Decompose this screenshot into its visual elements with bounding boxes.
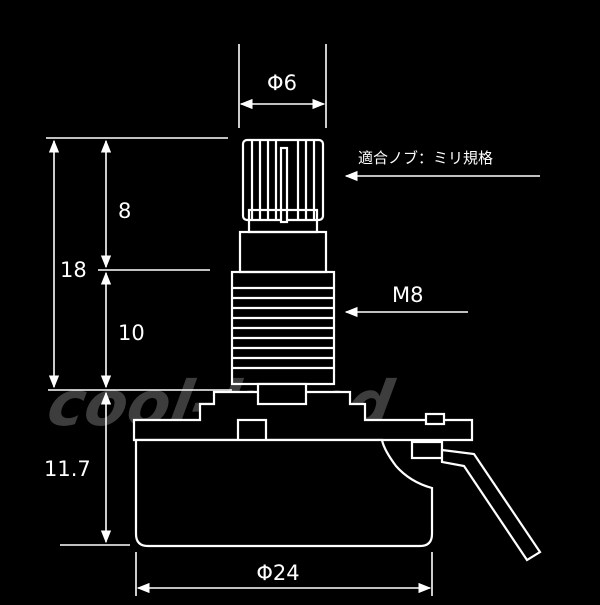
shaft-diameter-dimension xyxy=(238,44,327,128)
total-height-label: 18 xyxy=(60,258,87,282)
knurl-height-label: 8 xyxy=(118,199,131,223)
thread-label: M8 xyxy=(392,283,423,307)
knurled-shaft xyxy=(241,138,325,234)
body-diameter-label: Φ24 xyxy=(256,561,299,585)
body-diameter-dimension xyxy=(135,552,433,596)
knob-note-label: 適合ノブ：ミリ規格 xyxy=(358,149,493,167)
height-dimensions xyxy=(46,137,232,546)
terminal-lug xyxy=(410,440,542,562)
shaft-collar xyxy=(238,230,328,274)
bushing-height-label: 10 xyxy=(118,321,145,345)
shaft-diameter-label: Φ6 xyxy=(267,71,297,95)
potentiometer-body xyxy=(132,382,474,548)
body-height-label: 11.7 xyxy=(44,457,91,481)
threaded-bushing xyxy=(230,270,336,386)
